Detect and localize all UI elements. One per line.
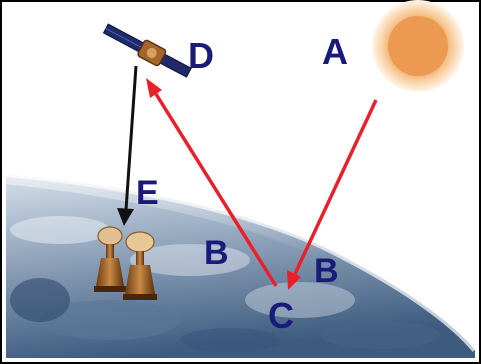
ground-station-icon xyxy=(94,226,157,300)
arrow-satellite-to-station xyxy=(117,65,138,226)
satellite-icon xyxy=(102,23,192,78)
sun-icon xyxy=(372,0,464,92)
label-reflected-b: B xyxy=(204,234,229,272)
label-ground-point: C xyxy=(268,295,294,336)
label-sun: A xyxy=(322,31,348,72)
label-downlink: E xyxy=(136,174,159,212)
label-satellite: D xyxy=(188,35,214,76)
label-incoming-b: B xyxy=(314,252,339,290)
arrow-sun-to-ground xyxy=(287,99,378,290)
arrow-ground-to-satellite xyxy=(146,78,278,287)
